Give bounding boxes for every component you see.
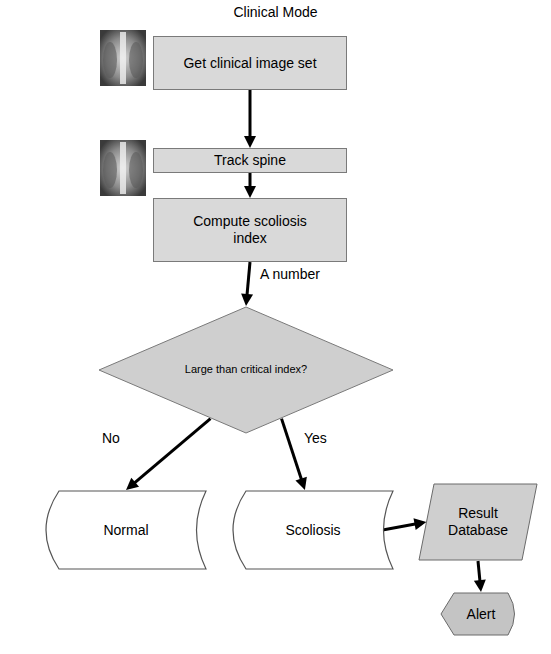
- arrow-head: [295, 477, 306, 490]
- node-text: Compute scoliosis index: [175, 213, 325, 247]
- flow-arrow: [244, 90, 256, 148]
- diagram-title: Clinical Mode: [0, 4, 551, 20]
- stored-data-shape: Normal: [45, 490, 207, 570]
- arrow-head: [414, 518, 427, 530]
- arrow-head: [244, 136, 256, 148]
- arrow-head: [126, 478, 139, 490]
- edge-label: Yes: [302, 430, 329, 447]
- connector-line: [383, 524, 417, 530]
- flow-arrow: [244, 173, 256, 198]
- connector-line: [478, 561, 480, 582]
- connector-line: [282, 419, 302, 481]
- node-text: Normal: [103, 522, 148, 539]
- decision-diamond: Large than critical index?: [98, 306, 394, 434]
- stored-data-shape: Scoliosis: [232, 490, 394, 570]
- node-text: Large than critical index?: [185, 363, 307, 376]
- process-box: Track spine: [153, 148, 347, 173]
- flow-arrow: [474, 561, 486, 592]
- flow-arrow: [126, 419, 210, 490]
- node-text: Get clinical image set: [183, 55, 316, 72]
- node-text: Track spine: [214, 152, 286, 169]
- node-outline: [99, 307, 393, 433]
- node-text: Scoliosis: [285, 522, 340, 539]
- node-text: Result Database: [438, 505, 518, 539]
- xray-image: [100, 140, 146, 196]
- connector-line: [134, 419, 211, 484]
- node-outline: [419, 484, 537, 560]
- arrow-head: [241, 294, 253, 306]
- connector-line: [249, 173, 252, 188]
- arrow-head: [244, 186, 256, 198]
- process-box: Compute scoliosis index: [153, 198, 347, 262]
- edge-label: A number: [258, 266, 322, 283]
- process-box: Get clinical image set: [153, 36, 347, 90]
- node-outline: [46, 491, 206, 569]
- flow-arrow: [383, 518, 427, 530]
- node-outline: [441, 593, 515, 635]
- database-parallelogram: Result Database: [418, 483, 538, 561]
- xray-image: [100, 30, 146, 86]
- node-outline: [233, 491, 393, 569]
- arrow-head: [474, 579, 486, 592]
- node-text: Alert: [467, 606, 496, 623]
- connector-line: [247, 262, 250, 296]
- connector-line: [249, 90, 252, 138]
- flow-arrow: [241, 262, 253, 306]
- edge-label: No: [100, 430, 122, 447]
- alert-display: Alert: [440, 592, 522, 636]
